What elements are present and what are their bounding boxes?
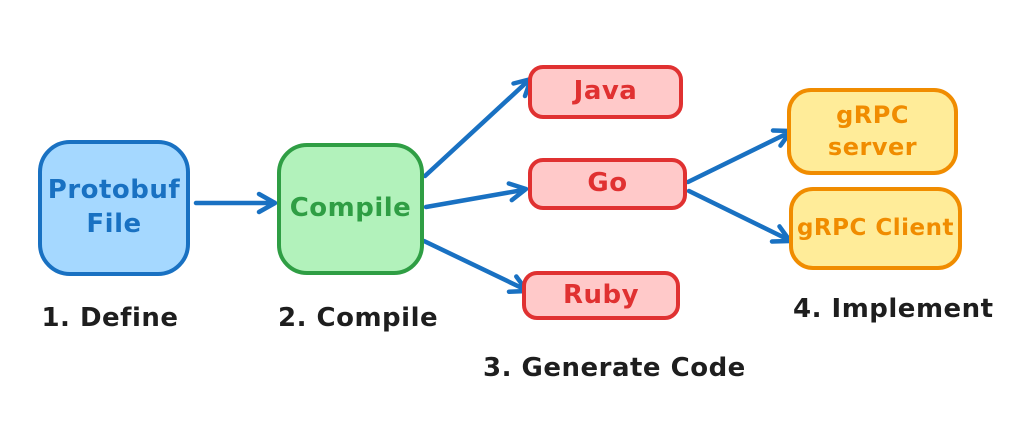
node-ruby-label: Ruby [562,279,640,310]
node-go: Go [528,158,687,210]
node-go-label: Go [587,168,628,199]
arrow-go-to-grpc-server [685,128,794,185]
step-label-compile: 2. Compile [278,303,439,333]
node-grpc-server: gRPC server [787,88,958,175]
node-java: Java [528,65,683,119]
node-grpc-client-label: gRPC Client [796,214,955,241]
node-protobuf-file-label: Protobuf File [47,175,181,239]
node-protobuf-file: Protobuf File [38,140,190,276]
arrow-compile-to-java [422,76,534,179]
node-ruby: Ruby [522,271,680,320]
node-grpc-client: gRPC Client [789,187,962,270]
node-grpc-server-label: gRPC server [827,101,918,161]
node-compile-label: Compile [289,193,412,224]
arrow-go-to-grpc-client [686,188,793,244]
step-label-generate-code: 3. Generate Code [483,353,746,383]
node-compile: Compile [277,143,424,275]
step-label-define: 1. Define [41,303,179,333]
arrow-compile-to-ruby [421,238,530,294]
arrow-protobuf-to-compile [193,191,278,215]
step-label-implement: 4. Implement [793,294,994,324]
arrow-compile-to-go [423,181,529,210]
node-java-label: Java [573,76,638,107]
